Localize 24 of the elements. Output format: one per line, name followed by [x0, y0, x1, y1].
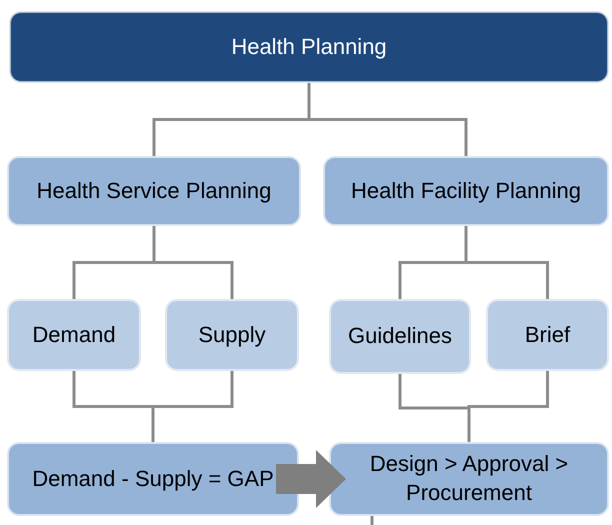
box-label: Health Planning — [231, 32, 387, 61]
box-label: Health Service Planning — [36, 176, 272, 205]
box-label: Design > Approval > Procurement — [368, 450, 570, 507]
process-box — [324, 157, 608, 225]
connector-line — [370, 515, 374, 525]
box-label: Supply — [198, 320, 266, 349]
box-label: Brief — [524, 320, 570, 349]
process-box — [166, 300, 298, 370]
connector-line — [308, 82, 468, 157]
process-box — [330, 443, 608, 515]
process-box — [330, 300, 470, 373]
block-arrow — [276, 450, 346, 508]
process-box — [10, 12, 608, 82]
process-box — [487, 300, 608, 370]
connector-line — [152, 225, 234, 300]
connector-line — [152, 370, 234, 443]
box-label: Guidelines — [348, 322, 452, 350]
process-box — [8, 300, 140, 370]
connector-line — [464, 225, 549, 300]
box-label: Health Facility Planning — [351, 176, 581, 205]
box-label: Demand — [32, 320, 116, 349]
process-box — [8, 157, 300, 225]
box-label: Demand - Supply = GAP — [32, 464, 274, 493]
process-box — [8, 443, 298, 515]
